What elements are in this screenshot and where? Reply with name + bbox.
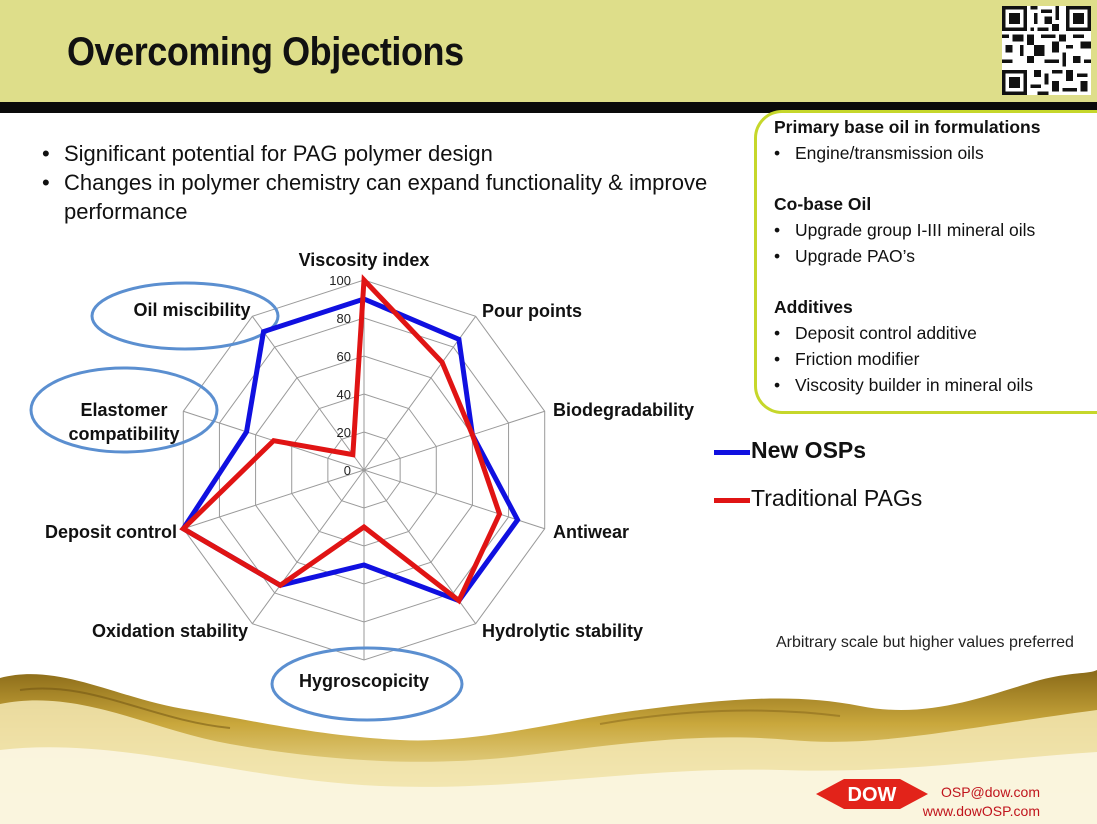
panel-item: Upgrade group I-III mineral oils (774, 219, 1094, 245)
legend-swatch (714, 498, 750, 503)
tick-label: 100 (329, 273, 351, 288)
highlight-ellipse (270, 646, 464, 722)
grid-spoke (183, 469, 365, 530)
series-point (440, 360, 445, 365)
radar-series (179, 274, 521, 605)
series-point (497, 512, 502, 517)
axis-label: Viscosity index (299, 250, 430, 270)
series-point (261, 329, 266, 334)
highlight-ellipse (29, 366, 219, 454)
series-point (470, 432, 475, 437)
legend-swatch (714, 450, 750, 455)
series-point (181, 526, 186, 531)
tick-label: 0 (344, 463, 351, 478)
dow-logo: DOW (816, 779, 928, 809)
tick-label: 40 (337, 387, 351, 402)
radar-tick-labels: 0 20 40 60 80 100 (329, 273, 351, 478)
series-point (362, 278, 366, 282)
base-oil-panel-text: Primary base oil in formulations Engine/… (774, 116, 1094, 400)
series-point (362, 525, 366, 529)
panel-item: Engine/transmission oils (774, 142, 1094, 168)
radar-highlights (29, 281, 464, 722)
axis-label: Oil miscibility (133, 300, 250, 320)
axis-label: Deposit control (45, 522, 177, 542)
axis-label: Antiwear (553, 522, 629, 542)
panel-heading-cobase: Co-base Oil (774, 194, 872, 214)
series-point (515, 517, 520, 522)
contact-website[interactable]: www.dowOSP.com (922, 803, 1040, 819)
grid-spoke (363, 410, 545, 471)
panel-heading-primary: Primary base oil in formulations (774, 117, 1041, 137)
axis-label: Hydrolytic stability (482, 621, 643, 641)
series-point (362, 563, 366, 567)
tick-label: 20 (337, 425, 351, 440)
header-bar (0, 0, 1097, 102)
panel-item: Deposit control additive (774, 322, 1094, 348)
bullet-item: Changes in polymer chemistry can expand … (42, 168, 722, 226)
grid-spoke (251, 315, 365, 471)
scale-note: Arbitrary scale but higher values prefer… (776, 634, 1074, 651)
qr-code-icon (1002, 6, 1091, 95)
svg-text:DOW: DOW (848, 784, 897, 806)
panel-heading-additives: Additives (774, 297, 853, 317)
panel-item: Viscosity builder in mineral oils (774, 374, 1094, 400)
panel-item: Upgrade PAO’s (774, 245, 1094, 271)
contact-email[interactable]: OSP@dow.com (940, 784, 1040, 800)
series-point (271, 438, 276, 443)
contact-info: OSP@dow.com www.dowOSP.com (912, 783, 1040, 821)
axis-label: Oxidation stability (92, 621, 248, 641)
grid-spoke (251, 469, 365, 625)
series-point (350, 452, 355, 457)
panel-item: Friction modifier (774, 348, 1094, 374)
highlight-ellipse (90, 281, 280, 351)
axis-label: Pour points (482, 301, 582, 321)
series-point (456, 337, 461, 342)
header-divider (0, 102, 1097, 113)
tick-label: 60 (337, 349, 351, 364)
series-point (456, 598, 461, 603)
slide-title: Overcoming Objections (67, 30, 464, 74)
bullet-list: Significant potential for PAG polymer de… (42, 139, 722, 226)
series-point (278, 583, 283, 588)
axis-label: Biodegradability (553, 400, 694, 420)
tick-label: 80 (337, 311, 351, 326)
axis-label: Hygroscopicity (299, 671, 429, 691)
legend-label: New OSPs (751, 437, 867, 463)
series-point (244, 429, 249, 434)
legend-label: Traditional PAGs (751, 485, 923, 511)
bullet-item: Significant potential for PAG polymer de… (42, 139, 722, 168)
